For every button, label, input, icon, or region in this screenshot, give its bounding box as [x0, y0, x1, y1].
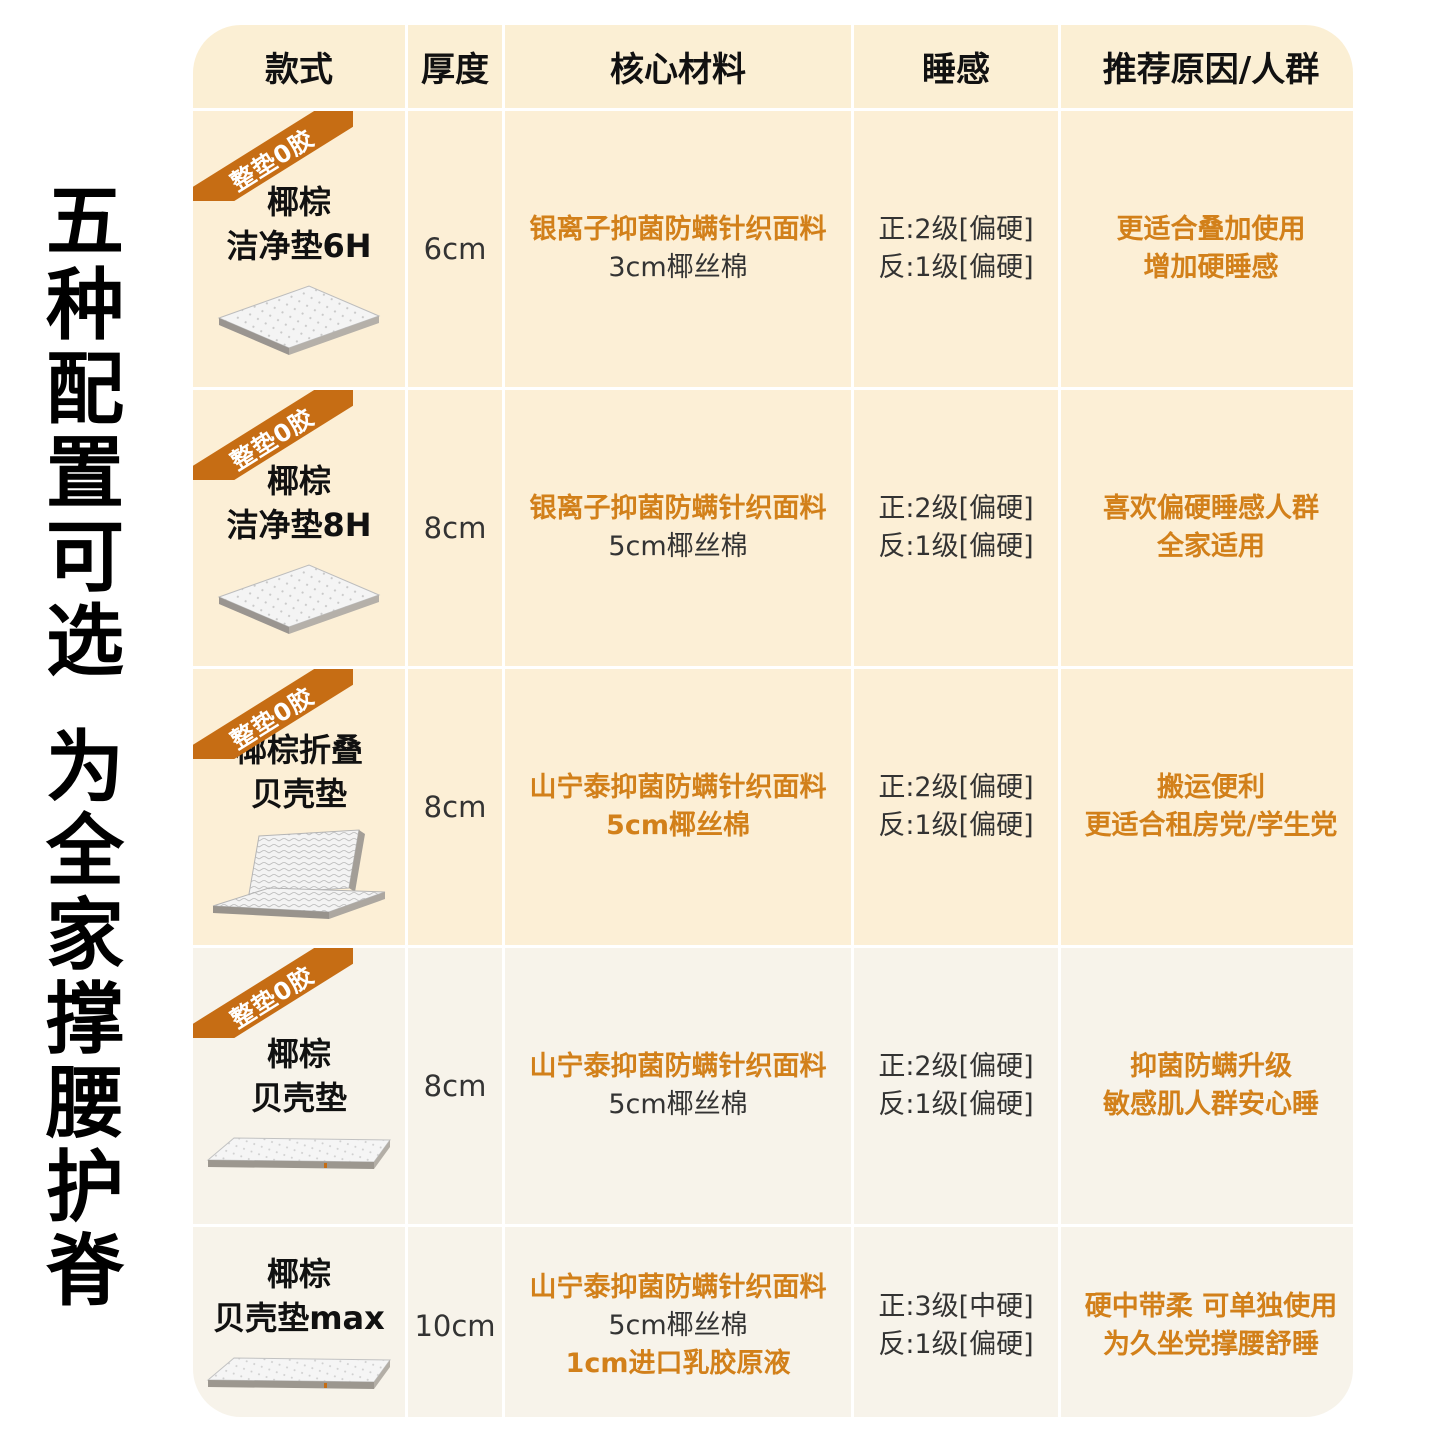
material-line: 3cm椰丝棉	[608, 252, 748, 283]
product-name: 洁净垫8H	[226, 506, 372, 544]
side-title-char: 选	[45, 597, 124, 687]
row-3-style: 整垫0胶椰棕折叠贝壳垫	[193, 669, 405, 945]
mattress-image	[212, 829, 386, 919]
product-name: 椰棕	[266, 462, 331, 500]
row-4-thickness: 8cm	[408, 948, 502, 1224]
badge-ribbon: 整垫0胶	[193, 390, 353, 480]
material-line: 山宁泰抑菌防螨针织面料	[529, 772, 827, 803]
side-title-char: 种	[45, 261, 124, 351]
product-name: 椰棕	[266, 1035, 331, 1073]
feel-line: 反:1级[偏硬]	[878, 1328, 1034, 1360]
row-3-thickness: 8cm	[408, 669, 502, 945]
header-reason: 推荐原因/人群	[1061, 25, 1353, 108]
badge-label: 整垫0胶	[193, 390, 353, 480]
header-thickness: 厚度	[408, 25, 502, 108]
side-title-char: 家	[45, 891, 124, 981]
badge-label: 整垫0胶	[193, 948, 353, 1038]
row-4-reason: 抑菌防螨升级敏感肌人群安心睡	[1061, 948, 1353, 1224]
reason-line: 更适合叠加使用	[1116, 214, 1306, 245]
feel-line: 正:2级[偏硬]	[878, 493, 1034, 524]
mattress-image	[217, 285, 381, 355]
material-line: 山宁泰抑菌防螨针织面料	[529, 1271, 827, 1303]
side-title-char: 腰	[45, 1059, 124, 1149]
row-2-style: 整垫0胶椰棕洁净垫8H	[193, 390, 405, 666]
row-2-materials: 银离子抑菌防螨针织面料 5cm椰丝棉	[505, 390, 851, 666]
row-3-feel: 正:2级[偏硬] 反:1级[偏硬]	[854, 669, 1058, 945]
reason-line: 敏感肌人群安心睡	[1103, 1089, 1319, 1120]
row-3-materials: 山宁泰抑菌防螨针织面料 5cm椰丝棉	[505, 669, 851, 945]
side-title: 五种配置可选为全家撑腰护脊	[40, 180, 130, 1314]
side-title-char: 撑	[45, 975, 124, 1065]
reason-line: 更适合租房党/学生党	[1084, 810, 1338, 841]
row-4-style: 整垫0胶椰棕贝壳垫	[193, 948, 405, 1224]
material-line: 银离子抑菌防螨针织面料	[529, 493, 827, 524]
feel-line: 反:1级[偏硬]	[878, 1089, 1034, 1120]
material-line: 5cm椰丝棉	[608, 531, 748, 562]
row-1-feel: 正:2级[偏硬] 反:1级[偏硬]	[854, 111, 1058, 387]
row-4-materials: 山宁泰抑菌防螨针织面料 5cm椰丝棉	[505, 948, 851, 1224]
product-name: 洁净垫6H	[226, 227, 372, 265]
reason-line: 全家适用	[1157, 531, 1265, 562]
material-line: 山宁泰抑菌防螨针织面料	[529, 1051, 827, 1082]
material-line: 5cm椰丝棉	[608, 1309, 748, 1341]
feel-line: 正:2级[偏硬]	[878, 772, 1034, 803]
row-2-feel: 正:2级[偏硬] 反:1级[偏硬]	[854, 390, 1058, 666]
feel-line: 反:1级[偏硬]	[878, 531, 1034, 562]
side-title-char: 配	[45, 345, 124, 435]
mattress-image	[206, 1137, 391, 1169]
product-name: 椰棕	[266, 183, 331, 221]
reason-line: 为久坐党撑腰舒睡	[1103, 1328, 1319, 1360]
row-5-feel: 正:3级[中硬] 反:1级[偏硬]	[854, 1227, 1058, 1417]
badge-label: 整垫0胶	[193, 111, 353, 201]
feel-line: 正:2级[偏硬]	[878, 1051, 1034, 1082]
reason-line: 抑菌防螨升级	[1130, 1051, 1292, 1082]
product-name: 贝壳垫	[250, 1079, 347, 1117]
material-line: 5cm椰丝棉	[608, 1089, 748, 1120]
side-title-char: 护	[45, 1143, 124, 1233]
side-title-char: 为	[45, 723, 124, 813]
product-name: 贝壳垫	[250, 775, 347, 813]
row-5-reason: 硬中带柔 可单独使用为久坐党撑腰舒睡	[1061, 1227, 1353, 1417]
badge-ribbon: 整垫0胶	[193, 669, 353, 759]
feel-line: 反:1级[偏硬]	[878, 810, 1034, 841]
mattress-image	[217, 564, 381, 634]
reason-line: 喜欢偏硬睡感人群	[1103, 493, 1319, 524]
badge-ribbon: 整垫0胶	[193, 948, 353, 1038]
feel-line: 反:1级[偏硬]	[878, 252, 1034, 283]
reason-line: 搬运便利	[1157, 772, 1265, 803]
reason-line: 硬中带柔 可单独使用	[1084, 1290, 1338, 1322]
side-title-char: 全	[45, 807, 124, 897]
row-1-reason: 更适合叠加使用增加硬睡感	[1061, 111, 1353, 387]
side-title-char: 可	[45, 513, 124, 603]
row-1-style: 整垫0胶椰棕洁净垫6H	[193, 111, 405, 387]
row-2-thickness: 8cm	[408, 390, 502, 666]
side-title-char: 脊	[45, 1227, 124, 1317]
row-2-reason: 喜欢偏硬睡感人群全家适用	[1061, 390, 1353, 666]
feel-line: 正:3级[中硬]	[878, 1290, 1034, 1322]
row-3-reason: 搬运便利更适合租房党/学生党	[1061, 669, 1353, 945]
product-name: 椰棕	[266, 1254, 331, 1293]
header-feel: 睡感	[854, 25, 1058, 108]
row-1-thickness: 6cm	[408, 111, 502, 387]
badge-label: 整垫0胶	[193, 669, 353, 759]
header-style: 款式	[193, 25, 405, 108]
product-name: 贝壳垫max	[213, 1298, 385, 1337]
mattress-image	[206, 1356, 391, 1389]
row-4-feel: 正:2级[偏硬] 反:1级[偏硬]	[854, 948, 1058, 1224]
row-5-thickness: 10cm	[408, 1227, 502, 1417]
feel-line: 正:2级[偏硬]	[878, 214, 1034, 245]
material-line: 1cm进口乳胶原液	[565, 1347, 791, 1379]
reason-line: 增加硬睡感	[1143, 252, 1279, 283]
side-title-char: 五	[45, 177, 124, 267]
row-5-style: 椰棕贝壳垫max	[193, 1227, 405, 1417]
row-1-materials: 银离子抑菌防螨针织面料 3cm椰丝棉	[505, 111, 851, 387]
material-line: 5cm椰丝棉	[606, 810, 750, 841]
material-line: 银离子抑菌防螨针织面料	[529, 214, 827, 245]
side-title-char: 置	[45, 429, 124, 519]
row-5-materials: 山宁泰抑菌防螨针织面料 5cm椰丝棉 1cm进口乳胶原液	[505, 1227, 851, 1417]
header-materials: 核心材料	[505, 25, 851, 108]
badge-ribbon: 整垫0胶	[193, 111, 353, 201]
